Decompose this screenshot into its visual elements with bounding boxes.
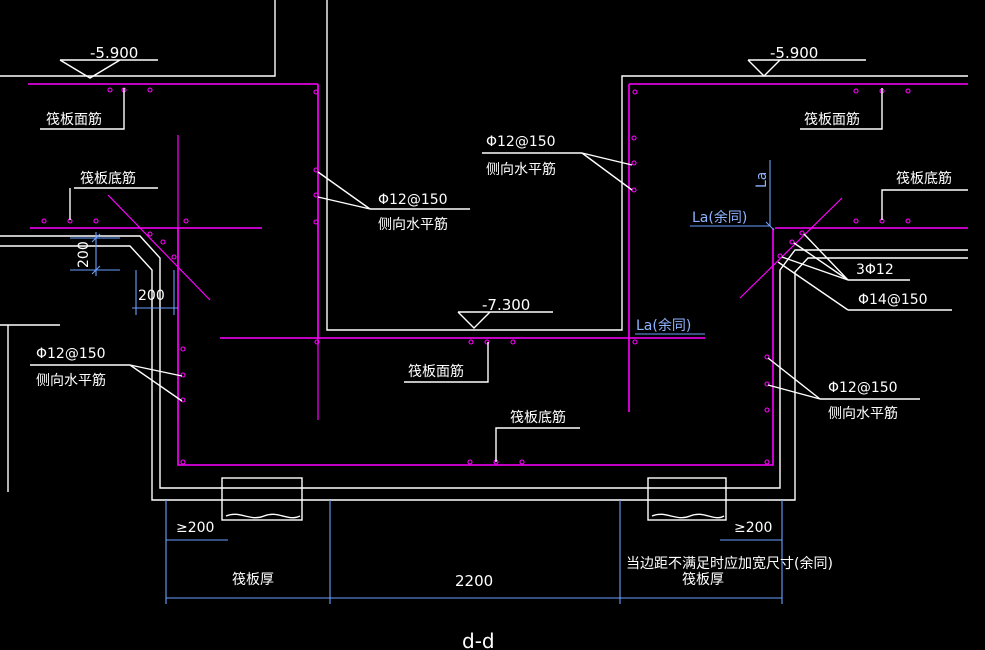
leader-pit-bottom — [495, 427, 580, 462]
left-upper-slab-edge — [0, 0, 276, 77]
break-line-right — [651, 513, 725, 519]
concrete-outline — [0, 0, 968, 521]
leaders — [30, 59, 968, 462]
dim-raft-thickness-right: 筏板厚 — [682, 571, 724, 588]
label-raft-bottom-left: 筏板底筋 — [80, 170, 136, 187]
label-la-same-upper: La(余同) — [692, 209, 747, 226]
dim-200-vertical: 200 — [76, 241, 92, 268]
leader-raft-bottom-right — [881, 189, 968, 220]
dim-ge200-right: ≥200 — [734, 520, 772, 536]
level-right-top: -5.900 — [770, 44, 818, 62]
level-marker-left — [59, 59, 121, 79]
text-labels: -5.900 -5.900 -7.300 筏板面筋 筏板底筋 筏板面筋 筏板底筋… — [36, 44, 952, 650]
label-side-horiz-left: 侧向水平筋 — [36, 372, 106, 389]
rebar-left-diagonal — [107, 194, 211, 301]
label-spec-right: Φ12@150 — [828, 380, 898, 396]
section-title: d-d — [462, 629, 495, 650]
label-raft-bottom-right: 筏板底筋 — [896, 170, 952, 187]
level-left-top: -5.900 — [90, 44, 138, 62]
dimension-lines — [70, 160, 783, 604]
dim-pit-width: 2200 — [455, 572, 493, 590]
label-side-horiz-mid-left: 侧向水平筋 — [378, 216, 448, 233]
label-pit-bottom-rebar: 筏板底筋 — [510, 409, 566, 426]
rebar-right-diagonal — [739, 197, 843, 299]
label-la-vertical: La — [754, 172, 770, 188]
dim-ge200-left: ≥200 — [176, 520, 214, 536]
label-la-same-mid: La(余同) — [636, 317, 691, 334]
pit-outer-outline-inner — [0, 235, 968, 489]
leader-raft-top-left — [40, 88, 125, 130]
leader-pit-top — [404, 342, 489, 383]
level-marker-pit — [457, 311, 491, 329]
level-marker-right — [747, 59, 781, 77]
break-line-left — [225, 513, 301, 519]
pit-outer-outline-outer — [0, 245, 968, 501]
label-side-horiz-right: 侧向水平筋 — [828, 405, 898, 422]
rebar-pit-bottom — [177, 228, 774, 466]
label-raft-top-left: 筏板面筋 — [46, 111, 102, 128]
note-widen: 当边距不满足时应加宽尺寸(余同) — [626, 555, 833, 572]
break-box-left — [221, 477, 303, 521]
break-box-right — [647, 477, 727, 521]
dim-raft-thickness-left: 筏板厚 — [232, 571, 274, 588]
label-spec-upper-right: Φ12@150 — [486, 134, 556, 150]
pit-inner-outline — [326, 0, 968, 331]
level-pit-bottom: -7.300 — [482, 296, 530, 314]
label-3phi12: 3Φ12 — [856, 262, 894, 278]
label-spec-left: Φ12@150 — [36, 346, 106, 362]
leader-raft-top-right — [800, 88, 883, 130]
label-raft-top-right: 筏板面筋 — [804, 111, 860, 128]
label-side-horiz-upper-right: 侧向水平筋 — [486, 161, 556, 178]
label-phi14: Φ14@150 — [858, 292, 928, 308]
label-spec-mid-left: Φ12@150 — [378, 192, 448, 208]
rebar-lines — [28, 83, 968, 466]
label-pit-top-rebar: 筏板面筋 — [408, 363, 464, 380]
dim-200-horizontal: 200 — [138, 288, 165, 304]
